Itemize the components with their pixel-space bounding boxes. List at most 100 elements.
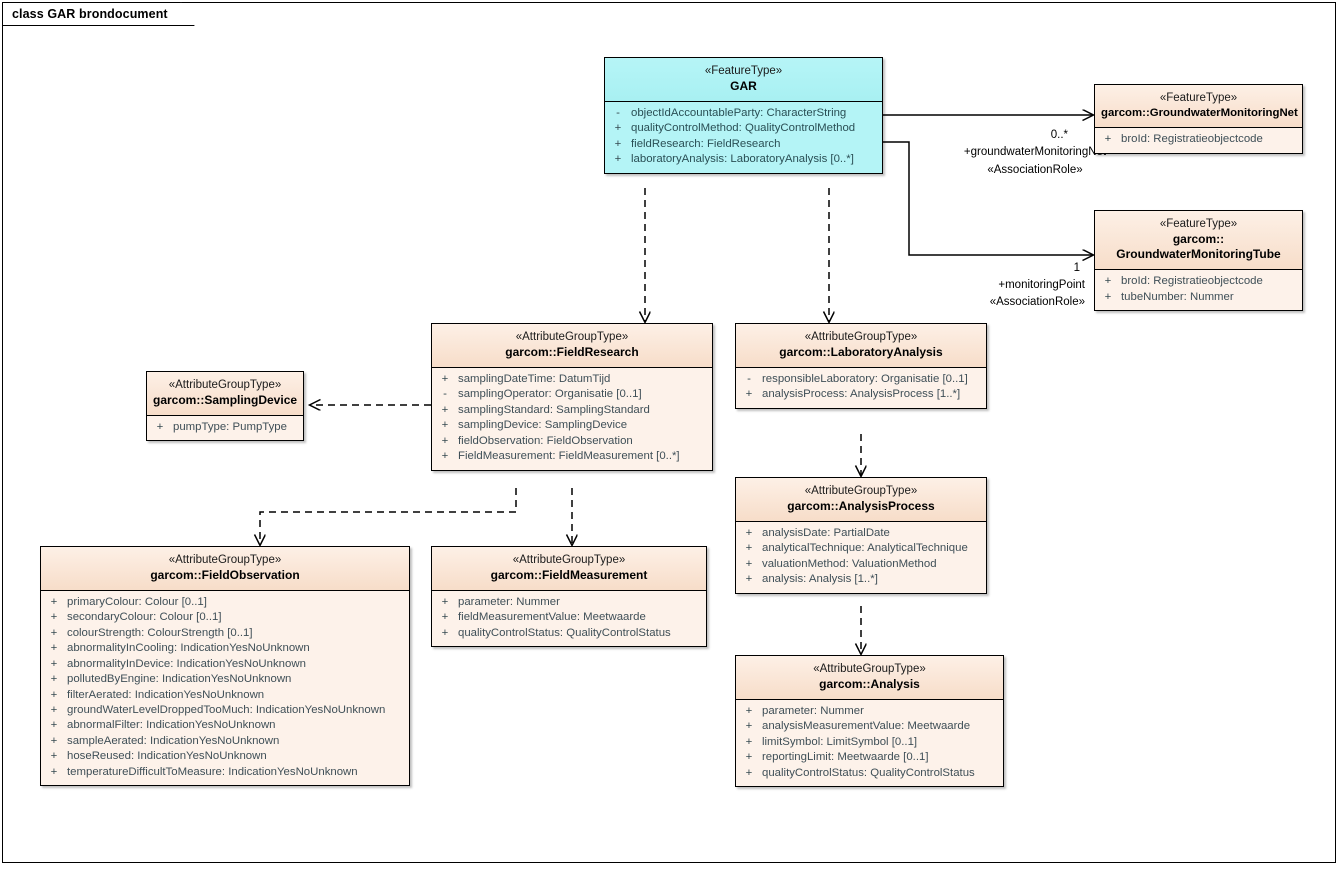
class-box-samplingdevice[interactable]: «AttributeGroupType» garcom::SamplingDev… bbox=[146, 371, 304, 442]
visibility-marker: + bbox=[745, 388, 753, 401]
attribute-row: + reportingLimit: Meetwaarde [0..1] bbox=[736, 750, 1003, 765]
class-stereotype: «AttributeGroupType» bbox=[813, 663, 926, 675]
class-name: garcom::GroundwaterMonitoringNet bbox=[1101, 106, 1298, 119]
visibility-marker: + bbox=[745, 705, 753, 718]
visibility-marker: + bbox=[745, 751, 753, 764]
diagram-title: class GAR brondocument bbox=[12, 7, 168, 21]
class-name: garcom::FieldResearch bbox=[505, 344, 639, 359]
class-box-fieldmeasurement[interactable]: «AttributeGroupType» garcom::FieldMeasur… bbox=[431, 546, 707, 648]
visibility-marker: + bbox=[50, 765, 58, 778]
attribute-text: secondaryColour: Colour [0..1] bbox=[67, 611, 222, 624]
attribute-text: abnormalFilter: IndicationYesNoUnknown bbox=[67, 719, 276, 732]
visibility-marker: + bbox=[1104, 133, 1112, 146]
class-header-groundwatermonitoringnet: «FeatureType» garcom::GroundwaterMonitor… bbox=[1095, 85, 1302, 129]
attribute-text: responsibleLaboratory: Organisatie [0..1… bbox=[762, 373, 968, 386]
attribute-row: + broId: Registratieobjectcode bbox=[1095, 132, 1302, 147]
class-header-laboratoryanalysis: «AttributeGroupType» garcom::LaboratoryA… bbox=[736, 324, 986, 369]
attribute-row: + abnormalityInDevice: IndicationYesNoUn… bbox=[41, 657, 409, 672]
attribute-row: + broId: Registratieobjectcode bbox=[1095, 274, 1302, 289]
visibility-marker: + bbox=[745, 720, 753, 733]
attribute-text: analysisMeasurementValue: Meetwaarde bbox=[762, 720, 971, 733]
attribute-text: fieldMeasurementValue: Meetwaarde bbox=[458, 611, 646, 624]
class-box-analysisprocess[interactable]: «AttributeGroupType» garcom::AnalysisPro… bbox=[735, 477, 987, 594]
class-box-groundwatermonitoringnet[interactable]: «FeatureType» garcom::GroundwaterMonitor… bbox=[1094, 84, 1303, 154]
visibility-marker: + bbox=[745, 557, 753, 570]
attribute-row: + analysisDate: PartialDate bbox=[736, 526, 986, 541]
attribute-text: samplingDevice: SamplingDevice bbox=[458, 419, 628, 432]
attribute-text: reportingLimit: Meetwaarde [0..1] bbox=[762, 751, 929, 764]
class-attributes-fieldobservation: + primaryColour: Colour [0..1] + seconda… bbox=[41, 591, 409, 785]
visibility-marker: + bbox=[745, 542, 753, 555]
attribute-row: + fieldResearch: FieldResearch bbox=[605, 137, 882, 152]
visibility-marker: + bbox=[441, 596, 449, 609]
attribute-row: - responsibleLaboratory: Organisatie [0.… bbox=[736, 372, 986, 387]
attribute-row: + primaryColour: Colour [0..1] bbox=[41, 595, 409, 610]
attribute-row: + groundWaterLevelDroppedTooMuch: Indica… bbox=[41, 703, 409, 718]
class-attributes-groundwatermonitoringtube: + broId: Registratieobjectcode + tubeNum… bbox=[1095, 270, 1302, 310]
class-stereotype: «AttributeGroupType» bbox=[515, 331, 629, 343]
class-box-gar[interactable]: «FeatureType» GAR - objectIdAccountableP… bbox=[604, 57, 883, 174]
visibility-marker: + bbox=[50, 703, 58, 716]
attribute-text: broId: Registratieobjectcode bbox=[1121, 275, 1263, 288]
visibility-marker: + bbox=[441, 611, 449, 624]
connector-gar-groundwatermonitoringtube bbox=[883, 141, 1093, 255]
association-multiplicity-net: 0..* bbox=[1050, 129, 1068, 141]
attribute-row: + pollutedByEngine: IndicationYesNoUnkno… bbox=[41, 672, 409, 687]
attribute-text: qualityControlStatus: QualityControlStat… bbox=[458, 626, 671, 639]
visibility-marker: + bbox=[614, 122, 622, 135]
attribute-row: + qualityControlStatus: QualityControlSt… bbox=[736, 766, 1003, 781]
class-box-analysis[interactable]: «AttributeGroupType» garcom::Analysis + … bbox=[735, 655, 1004, 788]
visibility-marker: - bbox=[616, 107, 620, 120]
attribute-text: analyticalTechnique: AnalyticalTechnique bbox=[762, 542, 968, 555]
class-stereotype: «AttributeGroupType» bbox=[168, 379, 282, 391]
class-attributes-laboratoryanalysis: - responsibleLaboratory: Organisatie [0.… bbox=[736, 368, 986, 408]
attribute-row: + samplingDateTime: DatumTijd bbox=[432, 372, 712, 387]
attribute-text: laboratoryAnalysis: LaboratoryAnalysis [… bbox=[631, 153, 854, 166]
attribute-row: + hoseReused: IndicationYesNoUnknown bbox=[41, 749, 409, 764]
attribute-text: broId: Registratieobjectcode bbox=[1121, 133, 1263, 146]
class-attributes-samplingdevice: + pumpType: PumpType bbox=[147, 416, 303, 440]
association-role-tube: +monitoringPoint bbox=[998, 279, 1085, 291]
class-header-fieldobservation: «AttributeGroupType» garcom::FieldObserv… bbox=[41, 547, 409, 592]
attribute-text: fieldResearch: FieldResearch bbox=[631, 137, 781, 150]
attribute-row: + colourStrength: ColourStrength [0..1] bbox=[41, 626, 409, 641]
attribute-text: pollutedByEngine: IndicationYesNoUnknown bbox=[67, 673, 292, 686]
class-name: garcom::LaboratoryAnalysis bbox=[779, 344, 943, 359]
attribute-row: + samplingStandard: SamplingStandard bbox=[432, 403, 712, 418]
class-stereotype: «AttributeGroupType» bbox=[168, 554, 282, 566]
attribute-row: + analysisMeasurementValue: Meetwaarde bbox=[736, 719, 1003, 734]
attribute-row: + abnormalFilter: IndicationYesNoUnknown bbox=[41, 718, 409, 733]
class-box-fieldresearch[interactable]: «AttributeGroupType» garcom::FieldResear… bbox=[431, 323, 713, 471]
visibility-marker: + bbox=[614, 137, 622, 150]
class-header-analysis: «AttributeGroupType» garcom::Analysis bbox=[736, 656, 1003, 701]
class-name: GAR bbox=[730, 78, 757, 93]
attribute-text: FieldMeasurement: FieldMeasurement [0..*… bbox=[458, 450, 680, 463]
visibility-marker: + bbox=[50, 734, 58, 747]
attribute-row: + parameter: Nummer bbox=[736, 704, 1003, 719]
attribute-text: temperatureDifficultToMeasure: Indicatio… bbox=[67, 765, 358, 778]
class-box-laboratoryanalysis[interactable]: «AttributeGroupType» garcom::LaboratoryA… bbox=[735, 323, 987, 409]
attribute-text: samplingDateTime: DatumTijd bbox=[458, 373, 611, 386]
connector-fieldresearch-fieldobservation bbox=[260, 488, 517, 545]
class-name: garcom::SamplingDevice bbox=[153, 392, 298, 407]
class-stereotype: «AttributeGroupType» bbox=[512, 554, 626, 566]
attribute-row: + fieldMeasurementValue: Meetwaarde bbox=[432, 610, 706, 625]
attribute-row: + filterAerated: IndicationYesNoUnknown bbox=[41, 688, 409, 703]
class-box-groundwatermonitoringtube[interactable]: «FeatureType» garcom:: GroundwaterMonito… bbox=[1094, 210, 1303, 312]
association-stereotype-tube: «AssociationRole» bbox=[989, 296, 1085, 308]
attribute-text: pumpType: PumpType bbox=[173, 421, 287, 434]
attribute-row: + analyticalTechnique: AnalyticalTechniq… bbox=[736, 541, 986, 556]
class-attributes-groundwatermonitoringnet: + broId: Registratieobjectcode bbox=[1095, 128, 1302, 152]
attribute-row: + abnormalityInCooling: IndicationYesNoU… bbox=[41, 641, 409, 656]
visibility-marker: + bbox=[50, 719, 58, 732]
visibility-marker: + bbox=[50, 688, 58, 701]
attribute-text: hoseReused: IndicationYesNoUnknown bbox=[67, 750, 267, 763]
class-attributes-gar: - objectIdAccountableParty: CharacterStr… bbox=[605, 102, 882, 173]
attribute-row: + temperatureDifficultToMeasure: Indicat… bbox=[41, 765, 409, 780]
attribute-text: filterAerated: IndicationYesNoUnknown bbox=[67, 688, 265, 701]
visibility-marker: + bbox=[50, 596, 58, 609]
class-box-fieldobservation[interactable]: «AttributeGroupType» garcom::FieldObserv… bbox=[40, 546, 410, 786]
class-stereotype: «FeatureType» bbox=[704, 65, 783, 77]
class-header-gar: «FeatureType» GAR bbox=[605, 58, 882, 103]
